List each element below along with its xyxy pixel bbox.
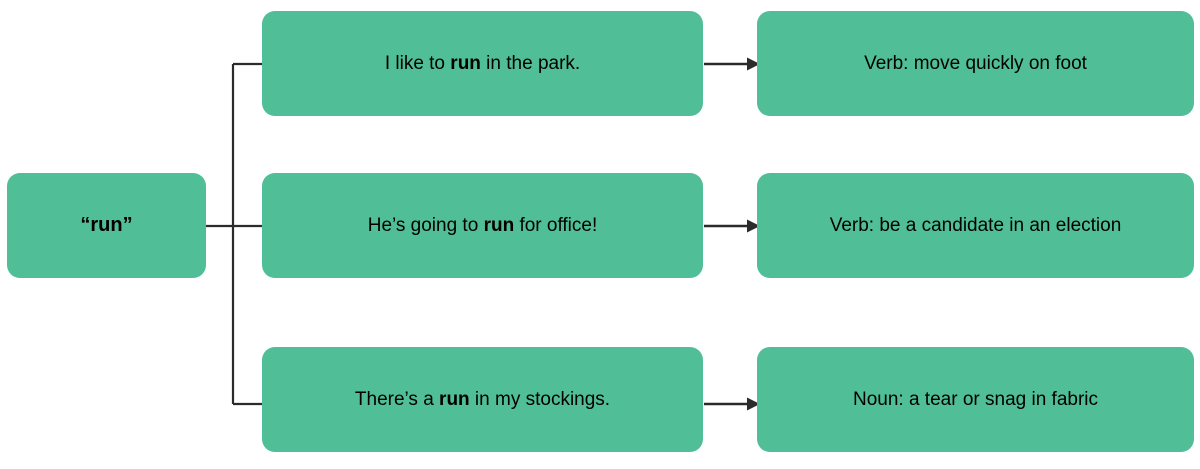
- root-node-label: “run”: [80, 214, 133, 236]
- sense-text-3: Noun: a tear or snag in fabric: [852, 388, 1099, 410]
- sentence-prefix-3: There’s a: [354, 388, 440, 410]
- sentence-text-2: He’s going to run for office!: [368, 214, 598, 238]
- sentence-keyword-3: run: [439, 388, 470, 410]
- sentence-keyword-1: run: [450, 52, 481, 74]
- sentence-keyword-2: run: [483, 214, 515, 236]
- sense-text-2: Verb: be a candidate in an election: [829, 214, 1122, 236]
- sense-node-3[interactable]: Noun: a tear or snag in fabric: [757, 347, 1194, 452]
- sentence-text-1: I like to run in the park.: [385, 52, 580, 76]
- sentence-suffix-1: in the park.: [480, 52, 581, 74]
- sentence-text-3: There’s a run in my stockings.: [355, 388, 610, 412]
- sentence-suffix-2: for office!: [514, 214, 598, 236]
- sense-text-1: Verb: move quickly on foot: [864, 52, 1087, 74]
- sentence-prefix-1: I like to: [384, 52, 451, 74]
- sense-node-2[interactable]: Verb: be a candidate in an election: [757, 173, 1194, 278]
- sentence-prefix-2: He’s going to: [367, 214, 484, 236]
- sentence-node-3[interactable]: There’s a run in my stockings.: [262, 347, 703, 452]
- sentence-node-2[interactable]: He’s going to run for office!: [262, 173, 703, 278]
- root-node-run[interactable]: “run”: [7, 173, 206, 278]
- sentence-suffix-3: in my stockings.: [469, 388, 611, 410]
- sentence-node-1[interactable]: I like to run in the park.: [262, 11, 703, 116]
- sense-node-1[interactable]: Verb: move quickly on foot: [757, 11, 1194, 116]
